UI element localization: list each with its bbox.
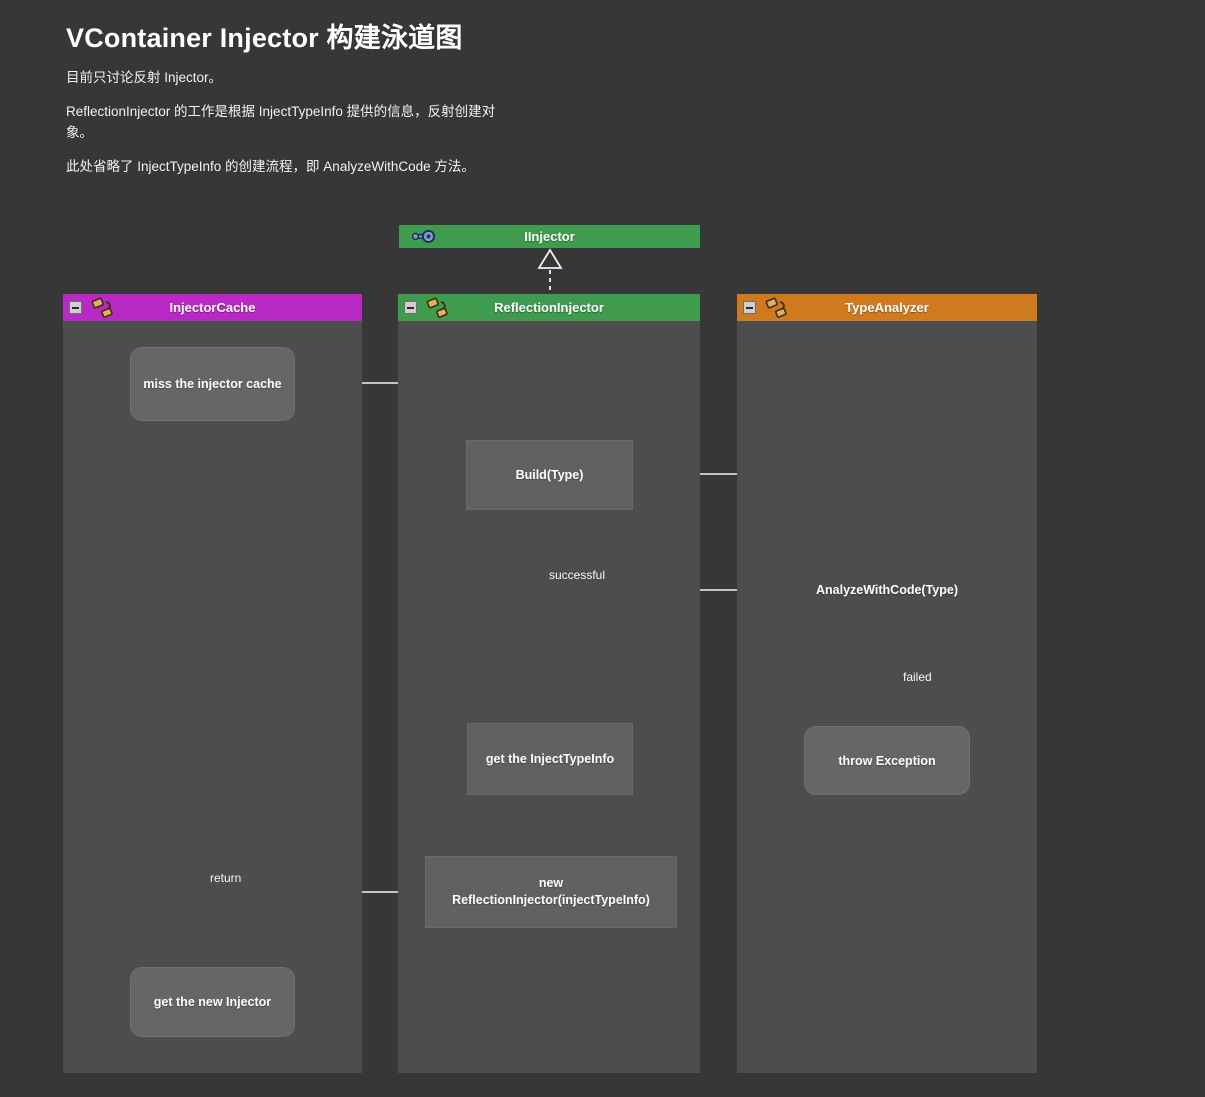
collapse-button[interactable] [743,301,756,314]
swimlane-header-injectorcache: InjectorCache [63,294,362,321]
edge-label-successful: successful [549,568,606,582]
node-build-type: Build(Type) [466,440,633,510]
node-get-injecttypeinfo: get the InjectTypeInfo [467,723,633,795]
minus-icon [407,306,414,309]
swimlane-title: ReflectionInjector [494,300,604,315]
collapse-button[interactable] [404,301,417,314]
collapse-button[interactable] [69,301,82,314]
key-icon [411,229,437,244]
node-throw-exception: throw Exception [804,726,970,795]
minus-icon [72,306,79,309]
swimlane-injectorcache: InjectorCache [63,294,362,1073]
realization-triangle [537,248,563,269]
description-line: 目前只讨论反射 Injector。 [66,70,223,85]
class-icon [765,296,789,319]
swimlane-title: TypeAnalyzer [845,300,929,315]
node-label-line: ReflectionInjector(injectTypeInfo) [452,893,650,907]
class-icon [426,296,450,319]
swimlane-header-typeanalyzer: TypeAnalyzer [737,294,1037,321]
swimlane-typeanalyzer: TypeAnalyzer [737,294,1037,1073]
edge-label-return: return [210,871,242,885]
description-line: 此处省略了 InjectTypeInfo 的创建流程，即 AnalyzeWith… [66,158,475,174]
node-get-new-injector: get the new Injector [130,967,295,1037]
minus-icon [746,306,753,309]
swimlane-reflectioninjector: ReflectionInjector [398,294,700,1073]
description-line: ReflectionInjector 的工作是根据 InjectTypeInfo… [66,103,496,140]
page-title: VContainer Injector 构建泳道图 [66,23,463,53]
class-icon [91,296,115,319]
interface-node-label: IInjector [524,229,575,244]
edge-label-failed: failed [903,670,932,684]
node-miss-injector-cache: miss the injector cache [130,347,295,421]
description-text: 目前只讨论反射 Injector。 ReflectionInjector 的工作… [66,68,498,191]
node-new-reflectioninjector: new ReflectionInjector(injectTypeInfo) [425,856,677,928]
node-analyzewithcode-label: AnalyzeWithCode(Type) [815,583,959,597]
swimlane-header-reflectioninjector: ReflectionInjector [398,294,700,321]
node-label-line: new [538,876,564,891]
swimlane-title: InjectorCache [169,300,256,315]
interface-node-iinjector: IInjector [399,225,700,248]
